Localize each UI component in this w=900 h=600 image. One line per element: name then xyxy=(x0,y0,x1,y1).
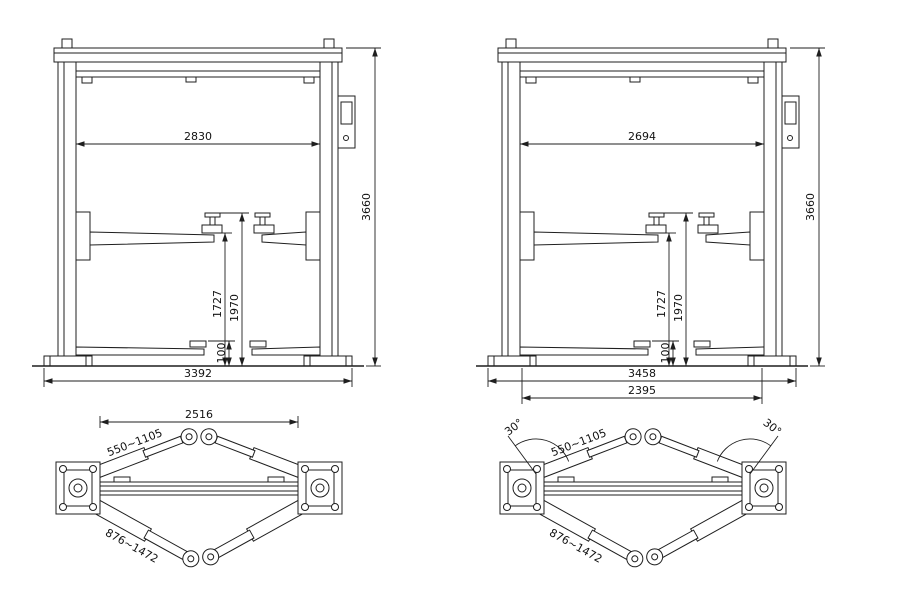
dim-overall-width: 3392 xyxy=(184,367,212,380)
dim-lift-height-arm: 1727 xyxy=(211,290,224,318)
lift-structure-right xyxy=(476,39,825,570)
dim-overall-width: 3458 xyxy=(628,367,656,380)
dim-inner-width: 2694 xyxy=(628,130,656,143)
dim-min-pad-height: 100 xyxy=(215,343,228,364)
dim-swing-angle-right: 30° xyxy=(760,416,783,438)
dim-lift-height-pad: 1970 xyxy=(672,294,685,322)
dim-drive-through-width: 2395 xyxy=(628,384,656,397)
diagram-left-model: 2830 3660 1727 1970 100 3392 2516 550~11… xyxy=(18,26,438,586)
dim-inner-width: 2830 xyxy=(184,130,212,143)
dim-swing-angle-left: 30° xyxy=(502,416,525,438)
dim-lift-height-arm: 1727 xyxy=(655,290,668,318)
dim-total-height: 3660 xyxy=(360,193,373,221)
dim-min-pad-height: 100 xyxy=(659,343,672,364)
diagram-right-model: 2694 3660 1727 1970 100 3458 2395 30° 30… xyxy=(462,26,882,586)
dim-lift-height-pad: 1970 xyxy=(228,294,241,322)
dim-total-height: 3660 xyxy=(804,193,817,221)
drive-through-dimension-lines xyxy=(521,368,763,404)
swing-angle-annotations xyxy=(507,435,779,475)
dim-plan-span: 2516 xyxy=(185,408,213,421)
lift-structure-left xyxy=(32,39,381,570)
plan-span-dimension-lines xyxy=(99,416,299,428)
